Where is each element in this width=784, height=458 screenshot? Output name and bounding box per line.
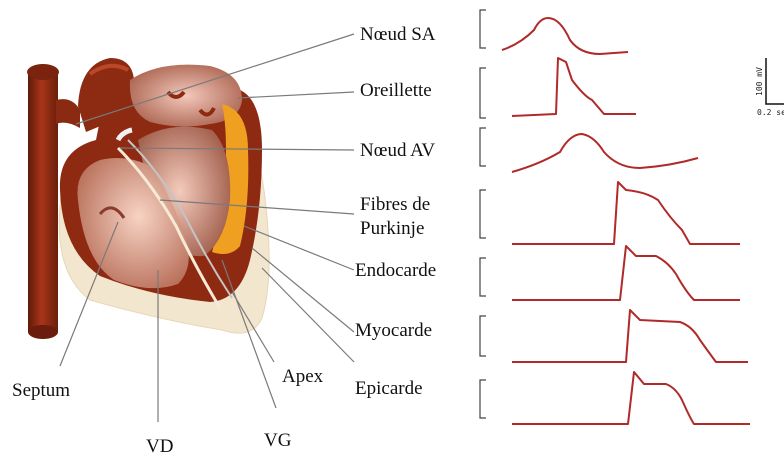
scale-bar: 100 mV 0.2 sec — [755, 58, 784, 117]
label-apex: Apex — [282, 366, 324, 387]
label-atrium: Oreillette — [360, 80, 432, 101]
scale-voltage-label: 100 mV — [755, 67, 764, 96]
trace-av-node — [512, 134, 698, 172]
trace-myocardium — [512, 310, 748, 362]
label-myocardium: Myocarde — [355, 320, 432, 341]
label-septum: Septum — [12, 380, 70, 401]
leader-epicardium — [262, 268, 354, 362]
label-lv: VG — [264, 430, 292, 451]
label-rv: VD — [146, 436, 173, 457]
label-purkinje-line1: Fibres de — [360, 194, 430, 215]
label-endocardium: Endocarde — [355, 260, 436, 281]
label-epicardium: Epicarde — [355, 378, 423, 399]
trace-sa-node — [502, 18, 628, 54]
trace-endocardium — [512, 246, 740, 300]
trace-atrium — [512, 58, 636, 116]
leader-atrium — [238, 92, 354, 98]
trace-epicardium — [512, 372, 750, 424]
trace-purkinje — [512, 182, 740, 244]
trace-brackets — [480, 10, 486, 418]
label-sa-node: Nœud SA — [360, 24, 436, 45]
label-av-node: Nœud AV — [360, 140, 435, 161]
vena-cava — [28, 68, 58, 336]
scale-time-label: 0.2 sec — [757, 108, 784, 117]
vena-cava-bottom — [28, 325, 58, 339]
label-purkinje-line2: Purkinje — [360, 218, 424, 239]
action-potential-traces — [480, 10, 750, 424]
vena-cava-top — [27, 64, 59, 80]
